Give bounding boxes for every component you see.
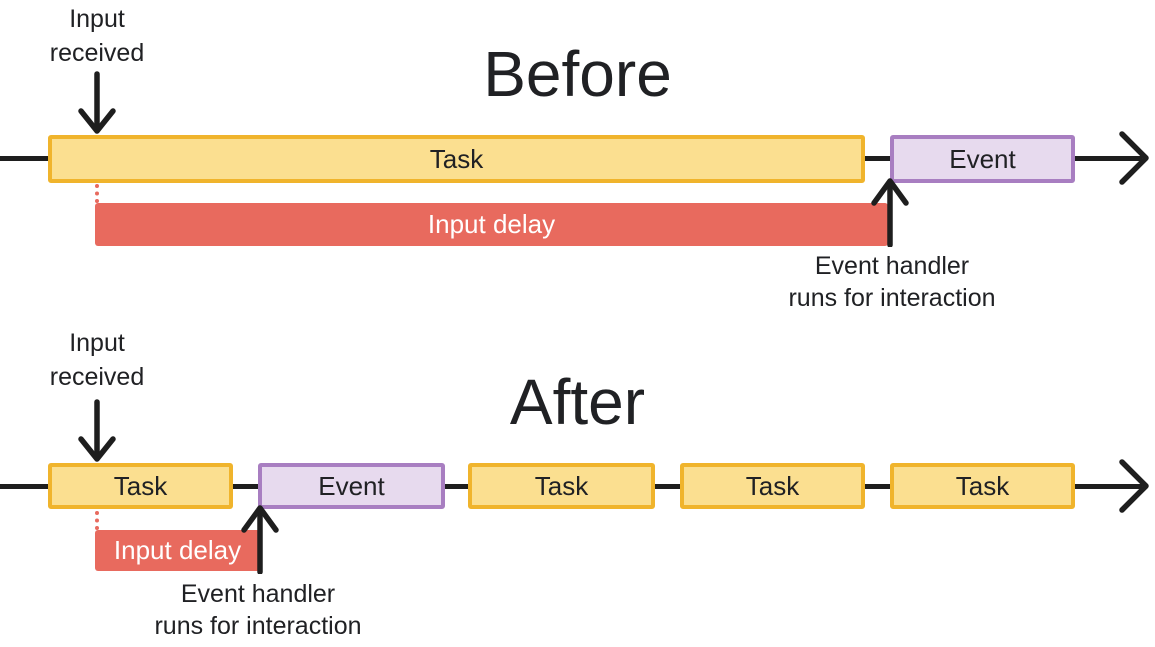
caption-line1: Event handler [814, 252, 970, 280]
timeline-arrowhead-icon-before [1119, 131, 1149, 185]
task-bar-after-3: Task [680, 463, 865, 509]
task-bar-after-2: Task [468, 463, 655, 509]
input-received-label-after: Input received [20, 326, 174, 394]
before-title: Before [483, 38, 672, 110]
down-arrow-icon-after [78, 399, 116, 462]
input-delay-bar-before: Input delay [95, 203, 888, 246]
input-dotted-line-after [95, 511, 99, 530]
caption-line1: Event handler [180, 580, 336, 608]
task-bar-label: Task [113, 470, 168, 501]
up-arrow-icon-before [871, 178, 909, 247]
event-handler-caption-before: Event handler runs for interaction [740, 250, 1044, 314]
event-bar-after: Event [258, 463, 445, 509]
down-arrow-icon [78, 71, 116, 134]
task-bar-before: Task [48, 135, 865, 183]
up-arrow-icon-after [241, 505, 279, 574]
input-dotted-line-before [95, 184, 99, 203]
task-bar-label: Task [745, 470, 800, 501]
input-received-label-before: Input received [20, 2, 174, 70]
task-bar-label: Task [429, 143, 484, 174]
input-received-line1: Input [69, 5, 125, 33]
input-delay-label: Input delay [427, 209, 556, 239]
task-bar-after-4: Task [890, 463, 1075, 509]
caption-line2: runs for interaction [154, 612, 362, 640]
event-handler-caption-after: Event handler runs for interaction [106, 578, 410, 642]
input-delay-label: Input delay [113, 535, 242, 565]
after-title: After [509, 366, 646, 438]
event-bar-label: Event [318, 470, 385, 501]
caption-line2: runs for interaction [788, 284, 996, 312]
input-received-line2: received [49, 39, 145, 67]
event-bar-label: Event [949, 143, 1016, 174]
timeline-arrowhead-icon-after [1119, 459, 1149, 513]
task-bar-after-1: Task [48, 463, 233, 509]
event-bar-before: Event [890, 135, 1075, 183]
input-delay-bar-after: Input delay [95, 530, 260, 571]
input-received-line2: received [49, 363, 145, 391]
task-bar-label: Task [955, 470, 1010, 501]
task-bar-label: Task [534, 470, 589, 501]
input-received-line1: Input [69, 329, 125, 357]
